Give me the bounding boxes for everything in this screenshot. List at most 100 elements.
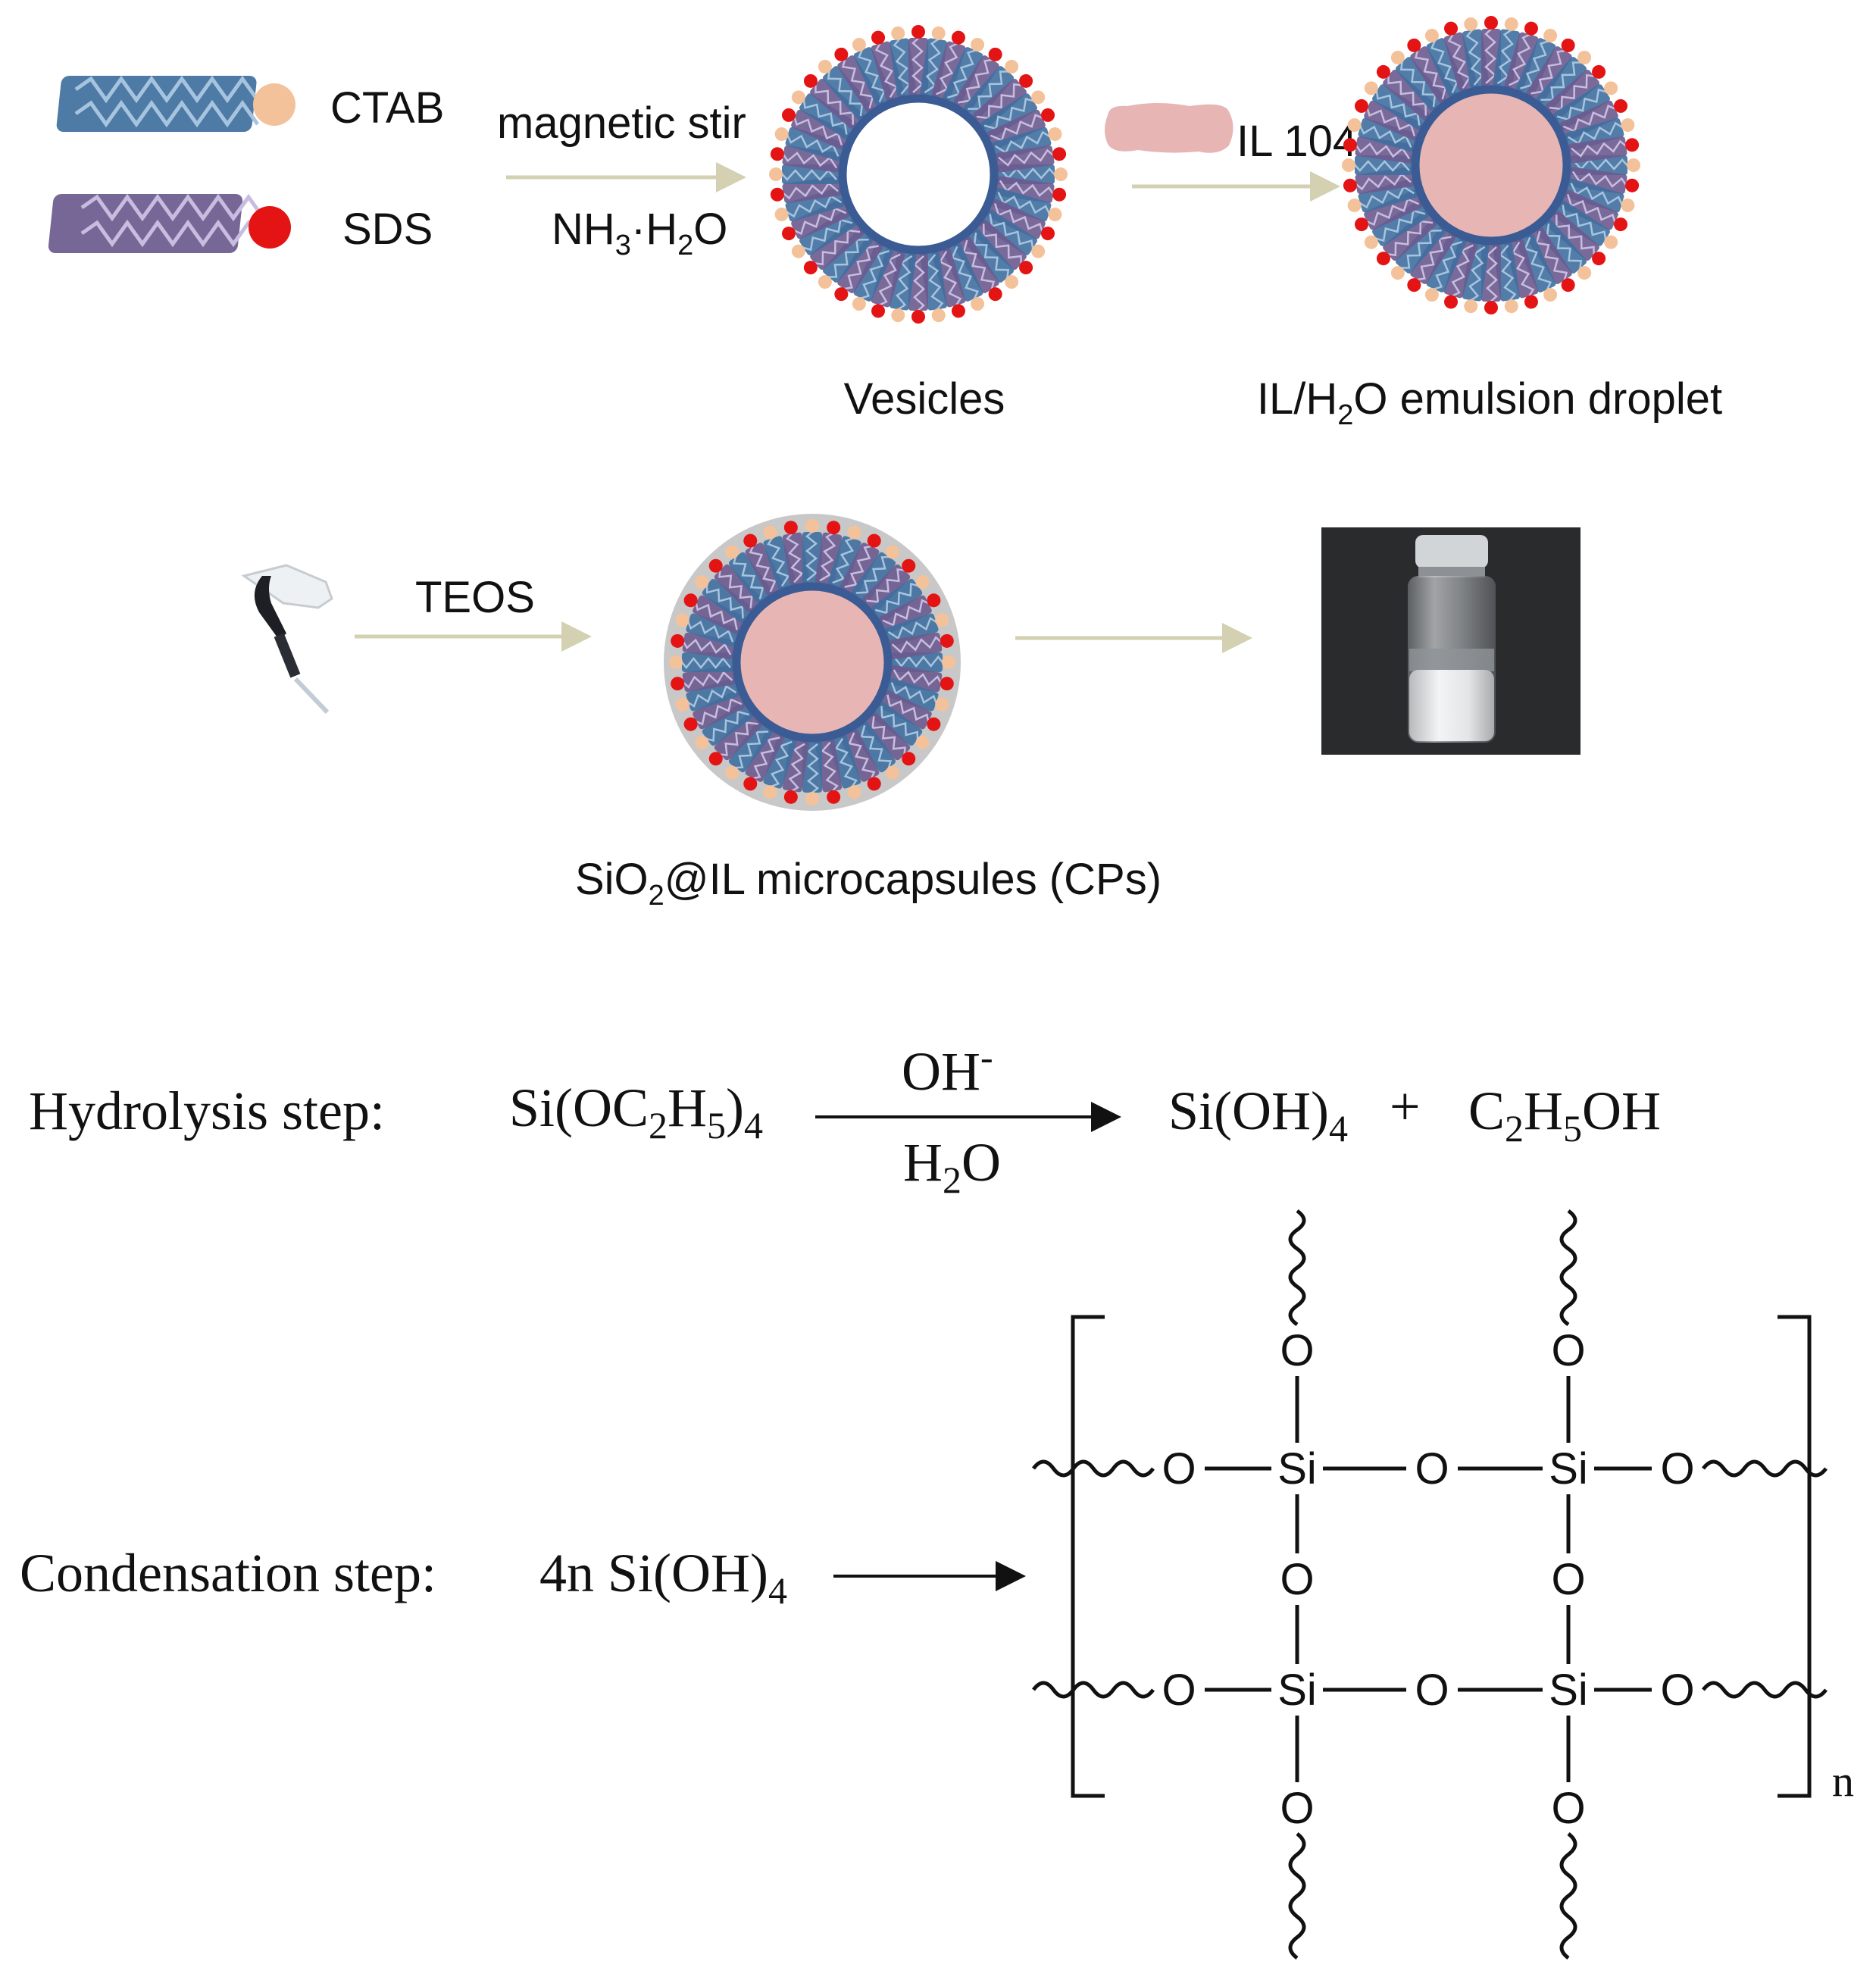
oxygen-atom: O bbox=[1551, 1784, 1585, 1833]
sds-chain bbox=[708, 712, 762, 766]
ctab-head bbox=[915, 575, 930, 590]
ctab-chain bbox=[791, 90, 857, 139]
sds-head bbox=[803, 261, 818, 275]
surfactant-bilayer bbox=[769, 25, 1068, 324]
ctab-head bbox=[725, 545, 739, 559]
sds-head bbox=[1052, 187, 1067, 202]
sds-head bbox=[951, 304, 965, 318]
sds-head bbox=[1592, 252, 1606, 266]
magnetic-stir-label: magnetic stir bbox=[497, 99, 746, 148]
sds-head bbox=[1625, 138, 1640, 152]
wavy-bond bbox=[1031, 1459, 1155, 1478]
ctab-chain bbox=[1515, 233, 1558, 302]
ctab-head bbox=[774, 207, 789, 221]
sds-head bbox=[783, 521, 798, 535]
silicon-atom: Si bbox=[1277, 1444, 1317, 1494]
hydrolysis-label: Hydrolysis step: bbox=[29, 1081, 385, 1141]
silicic-acid-product: Si(OH)4 bbox=[1168, 1081, 1348, 1150]
ctab-head bbox=[971, 297, 985, 311]
ctab-chain bbox=[827, 734, 861, 799]
sds-chain bbox=[1407, 227, 1456, 292]
wavy-bond bbox=[1288, 1832, 1306, 1960]
sds-chain bbox=[683, 690, 746, 731]
sds-head bbox=[683, 717, 698, 731]
sds-head bbox=[770, 147, 784, 161]
sds-head bbox=[902, 752, 916, 766]
emulsion-droplet-diagram bbox=[1342, 16, 1640, 314]
sds-head bbox=[911, 25, 925, 39]
ctab-head bbox=[1054, 167, 1068, 181]
ctab-chain bbox=[1424, 28, 1467, 97]
ionic-liquid-core bbox=[1411, 85, 1571, 246]
sds-chain bbox=[1559, 189, 1628, 232]
sds-chain bbox=[879, 690, 941, 731]
ctab-head bbox=[915, 735, 930, 749]
sds-chain bbox=[1504, 21, 1539, 92]
vesicles-label: Vesicles bbox=[844, 374, 1005, 424]
ctab-head bbox=[1604, 235, 1618, 249]
sds-head bbox=[834, 47, 849, 61]
ctab-chain bbox=[1364, 200, 1430, 249]
sds-chain bbox=[1407, 38, 1456, 104]
sds-head bbox=[671, 677, 685, 691]
sds-head bbox=[770, 187, 784, 202]
ctab-chain bbox=[1515, 28, 1558, 97]
sds-chain bbox=[1526, 227, 1575, 292]
ctab-chain bbox=[1536, 50, 1592, 111]
ctab-chain bbox=[675, 677, 740, 712]
ctab-chain bbox=[963, 59, 1019, 120]
sds-chain bbox=[931, 30, 966, 101]
ctab-head bbox=[818, 59, 832, 74]
sds-head bbox=[867, 533, 881, 548]
ctab-head bbox=[1005, 59, 1019, 74]
sds-head bbox=[927, 717, 941, 731]
sds-head bbox=[927, 593, 941, 608]
sds-chain bbox=[862, 712, 916, 766]
sds-head bbox=[1019, 261, 1033, 275]
vial-photo bbox=[1321, 527, 1581, 755]
oxygen-atom: O bbox=[1280, 1326, 1314, 1375]
sds-chain bbox=[743, 533, 784, 596]
ctab-head bbox=[763, 525, 777, 540]
sds-head bbox=[1354, 217, 1368, 232]
oxygen-atom: O bbox=[1162, 1666, 1196, 1715]
sds-chain bbox=[1354, 189, 1423, 232]
step1-arrow-group: magnetic stir NH3·H2O bbox=[497, 99, 746, 261]
sds-head bbox=[1614, 99, 1628, 113]
ctab-chain bbox=[943, 37, 985, 106]
sds-head bbox=[1444, 21, 1459, 36]
ctab-head bbox=[1504, 17, 1518, 31]
ctab-head bbox=[1342, 158, 1355, 172]
sds-chain bbox=[889, 632, 954, 659]
ctab-head bbox=[1005, 275, 1019, 289]
oxygen-atom: O bbox=[1660, 1666, 1694, 1715]
ctab-head bbox=[791, 244, 805, 258]
ctab-chain bbox=[1364, 81, 1430, 130]
ctab-head bbox=[675, 697, 689, 712]
sds-chain bbox=[803, 74, 865, 130]
water-solvent: H2O bbox=[903, 1132, 1001, 1201]
microcapsule-diagram bbox=[664, 514, 961, 811]
step2-arrow-group: IL 104 bbox=[1105, 103, 1357, 202]
sds-label: SDS bbox=[342, 205, 433, 254]
ctab-chain bbox=[675, 613, 740, 647]
oxygen-atom: O bbox=[1280, 1555, 1314, 1604]
wavy-bond bbox=[1702, 1459, 1828, 1478]
sds-head bbox=[1376, 252, 1390, 266]
wavy-bond bbox=[1031, 1681, 1155, 1699]
sds-head bbox=[683, 593, 698, 608]
ionic-liquid-core bbox=[732, 582, 893, 743]
sds-head bbox=[708, 752, 723, 766]
sds-chain bbox=[1376, 210, 1437, 266]
ctab-head bbox=[891, 26, 905, 40]
sds-head bbox=[783, 790, 798, 804]
ctab-chain bbox=[1565, 178, 1635, 213]
ctab-head bbox=[1627, 158, 1640, 172]
sds-head bbox=[1524, 21, 1538, 36]
oxygen-atom: O bbox=[1162, 1444, 1196, 1494]
sds-head bbox=[871, 30, 886, 45]
ctab-chain bbox=[818, 59, 874, 120]
right-bracket bbox=[1778, 1315, 1812, 1798]
ctab-head bbox=[791, 90, 805, 105]
